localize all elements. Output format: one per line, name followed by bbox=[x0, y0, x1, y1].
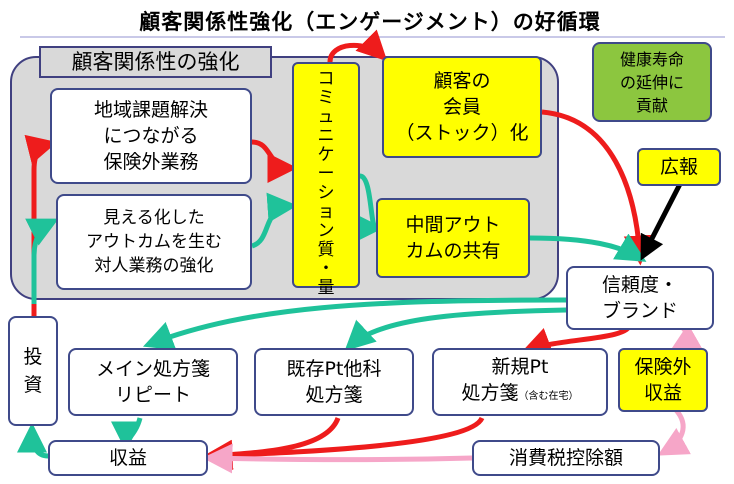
node-visible-outcomes-line1: 見える化した bbox=[103, 208, 205, 228]
node-visible-outcomes: 見える化した アウトカムを生む 対人業務の強化 bbox=[56, 194, 252, 290]
node-visible-outcomes-line3: 対人業務の強化 bbox=[94, 256, 214, 276]
node-communication-char: シ bbox=[317, 183, 335, 203]
node-outcome-sharing-line1: 中間アウト bbox=[405, 214, 501, 236]
node-new-pt-line2-row: 処方箋（含む在宅） bbox=[461, 380, 578, 410]
node-communication-char: ョ bbox=[317, 202, 335, 222]
node-investment: 投 資 bbox=[8, 316, 58, 426]
node-health-longevity-line2: の延伸に bbox=[619, 72, 684, 92]
node-communication-char: 量 bbox=[317, 278, 335, 298]
node-non-insurance-line1: 保険外 bbox=[634, 356, 692, 378]
node-investment-line2: 資 bbox=[23, 374, 43, 396]
arrow-communication-to-membership bbox=[327, 29, 388, 63]
node-health-longevity: 健康寿命 の延伸に 貢献 bbox=[592, 42, 712, 122]
node-communication: コ ミ ュ ニ ケ ー シ ョ ン 質 ・ 量 bbox=[292, 62, 360, 298]
node-community-issues-line3: 保険外業務 bbox=[103, 151, 199, 173]
node-non-insurance: 保険外 収益 bbox=[618, 348, 708, 412]
node-new-pt-line2: 処方箋 bbox=[461, 382, 519, 404]
node-community-issues-line2: につながる bbox=[103, 125, 199, 147]
node-existing-other-line2: 処方箋 bbox=[305, 384, 363, 406]
node-revenue-label: 収益 bbox=[108, 447, 147, 469]
node-new-pt: 新規Pt 処方箋（含む在宅） bbox=[432, 348, 608, 416]
node-health-longevity-line1: 健康寿命 bbox=[619, 49, 684, 69]
node-investment-line1: 投 bbox=[23, 346, 43, 368]
arrow-investment-to-issues bbox=[24, 134, 58, 316]
node-membership: 顧客の 会員 （ストック）化 bbox=[382, 56, 542, 158]
arrow-trust-to-main bbox=[142, 297, 567, 351]
node-communication-char: ケ bbox=[317, 145, 335, 165]
node-pr: 広報 bbox=[637, 148, 721, 186]
node-outcome-sharing: 中間アウト カムの共有 bbox=[376, 198, 530, 278]
node-communication-char: ミ bbox=[317, 88, 335, 108]
arrow-outcomes-to-communication bbox=[250, 192, 298, 249]
node-membership-line3: （ストック）化 bbox=[395, 122, 529, 144]
node-existing-other-line1: 既存Pt他科 bbox=[286, 358, 382, 380]
node-trust-brand-line1: 信頼度・ bbox=[601, 274, 678, 296]
node-visible-outcomes-line2: アウトカムを生む bbox=[86, 232, 222, 252]
node-health-longevity-line3: 貢献 bbox=[635, 95, 668, 115]
node-communication-char: ・ bbox=[317, 259, 335, 279]
arrow-investment-to-outcomes bbox=[25, 218, 59, 304]
node-trust-brand: 信頼度・ ブランド bbox=[566, 266, 714, 330]
node-communication-char: ン bbox=[317, 221, 335, 241]
arrow-membership-to-trust bbox=[541, 109, 654, 266]
relationship-group-label: 顧客関係性の強化 bbox=[39, 46, 272, 78]
arrow-issues-to-communication bbox=[251, 139, 298, 183]
arrow-newpt-to-revenue bbox=[202, 416, 485, 470]
node-pr-label: 広報 bbox=[659, 156, 698, 178]
arrow-tax-to-revenue bbox=[202, 443, 473, 474]
node-main-repeat-line1: メイン処方箋 bbox=[95, 358, 210, 380]
node-membership-line2: 会員 bbox=[442, 96, 481, 118]
node-trust-brand-line2: ブランド bbox=[601, 300, 678, 322]
arrow-pr-to-trust bbox=[640, 182, 683, 261]
node-main-repeat: メイン処方箋 リピート bbox=[68, 348, 238, 416]
node-communication-char: コ bbox=[317, 69, 335, 89]
node-communication-char: ー bbox=[317, 164, 335, 184]
node-existing-other: 既存Pt他科 処方箋 bbox=[254, 348, 414, 416]
arrow-sharing-to-trust bbox=[529, 233, 647, 262]
node-communication-char: ュ bbox=[317, 107, 335, 127]
node-new-pt-line1: 新規Pt bbox=[491, 356, 549, 378]
arrow-non-insurance-to-tax bbox=[657, 408, 691, 456]
node-communication-char: 質 bbox=[317, 240, 335, 260]
node-community-issues-line1: 地域課題解決 bbox=[93, 99, 208, 121]
node-communication-char: ニ bbox=[317, 126, 335, 146]
node-community-issues: 地域課題解決 につながる 保険外業務 bbox=[50, 88, 252, 184]
arrow-communication-to-sharing bbox=[353, 173, 384, 243]
node-non-insurance-line2: 収益 bbox=[643, 382, 682, 404]
node-tax-deduction: 消費税控除額 bbox=[472, 440, 660, 476]
arrow-revenue-to-investment bbox=[17, 422, 49, 459]
arrow-trust-to-existing bbox=[344, 307, 567, 352]
node-main-repeat-line2: リピート bbox=[114, 384, 191, 406]
node-tax-deduction-label: 消費税控除額 bbox=[508, 447, 623, 469]
node-outcome-sharing-line2: カムの共有 bbox=[405, 240, 501, 262]
node-membership-line1: 顧客の bbox=[433, 70, 491, 92]
node-revenue: 収益 bbox=[48, 440, 208, 476]
node-new-pt-note: （含む在宅） bbox=[518, 391, 579, 402]
